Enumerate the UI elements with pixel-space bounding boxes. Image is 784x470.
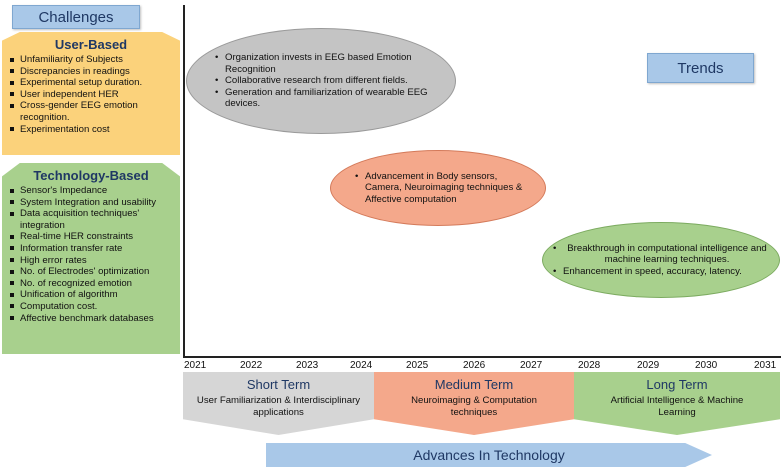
year-label: 2028 — [578, 360, 601, 371]
trend-item: Generation and familiarization of wearab… — [213, 87, 441, 110]
technology-based-item: Data acquisition techniques' integration — [10, 208, 176, 231]
year-label: 2026 — [463, 360, 486, 371]
user-based-item: Unfamiliarity of Subjects — [10, 54, 176, 66]
year-label: 2023 — [296, 360, 319, 371]
technology-based-item: No. of recognized emotion — [10, 278, 176, 290]
year-label: 2025 — [406, 360, 429, 371]
long-term-block: Long Term Artificial Intelligence & Mach… — [574, 372, 780, 435]
challenges-label: Challenges — [12, 5, 140, 29]
long-term-title: Long Term — [646, 377, 708, 392]
year-label: 2031 — [754, 360, 777, 371]
medium-term-desc: Neuroimaging & Computation techniques — [411, 395, 537, 418]
short-term-title: Short Term — [246, 377, 311, 392]
trend-item: Breakthrough in computational intelligen… — [551, 243, 771, 266]
trends-label: Trends — [647, 53, 754, 83]
technology-based-item: No. of Electrodes' optimization — [10, 266, 176, 278]
short-term-trend-ellipse: Organization invests in EEG based Emotio… — [186, 28, 456, 134]
vertical-axis — [183, 5, 185, 357]
technology-based-item: Information transfer rate — [10, 243, 176, 255]
technology-based-item: Computation cost. — [10, 301, 176, 313]
trend-item: Advancement in Body sensors, Camera, Neu… — [353, 171, 533, 206]
user-based-panel: User-Based Unfamiliarity of Subjects Dis… — [2, 32, 180, 155]
technology-based-item: Unification of algorithm — [10, 289, 176, 301]
user-based-item: Discrepancies in readings — [10, 66, 176, 78]
trend-item: Organization invests in EEG based Emotio… — [213, 52, 441, 75]
long-term-desc: Artificial Intelligence & Machine Learni… — [610, 395, 744, 418]
year-label: 2029 — [637, 360, 660, 371]
medium-term-title: Medium Term — [434, 377, 514, 392]
technology-based-item: Affective benchmark databases — [10, 313, 176, 325]
timeline-axis — [183, 356, 781, 358]
year-label: 2021 — [184, 360, 207, 371]
technology-based-item: Real-time HER constraints — [10, 231, 176, 243]
user-based-item: Cross-gender EEG emotion recognition. — [10, 100, 176, 123]
medium-term-block: Medium Term Neuroimaging & Computation t… — [374, 372, 574, 435]
trend-item: Collaborative research from different fi… — [213, 75, 441, 87]
short-term-block: Short Term User Familiarization & Interd… — [183, 372, 374, 435]
technology-based-item: High error rates — [10, 255, 176, 267]
user-based-item: Experimentation cost — [10, 124, 176, 136]
year-label: 2022 — [240, 360, 263, 371]
user-based-list: Unfamiliarity of Subjects Discrepancies … — [2, 54, 180, 135]
user-based-item: User independent HER — [10, 89, 176, 101]
user-based-item: Experimental setup duration. — [10, 77, 176, 89]
year-label: 2030 — [695, 360, 718, 371]
technology-based-panel: Technology-Based Sensor's Impedance Syst… — [2, 163, 180, 354]
short-term-desc: User Familiarization & Interdisciplinary… — [196, 395, 361, 418]
advances-arrow: Advances In Technology — [266, 443, 712, 467]
trend-item: Enhancement in speed, accuracy, latency. — [551, 266, 771, 278]
year-label: 2024 — [350, 360, 373, 371]
year-label: 2027 — [520, 360, 543, 371]
medium-term-trend-ellipse: Advancement in Body sensors, Camera, Neu… — [330, 150, 546, 226]
technology-based-item: System Integration and usability — [10, 197, 176, 209]
long-term-trend-ellipse: Breakthrough in computational intelligen… — [542, 222, 780, 298]
user-based-title: User-Based — [54, 37, 128, 52]
technology-based-item: Sensor's Impedance — [10, 185, 176, 197]
technology-based-list: Sensor's Impedance System Integration an… — [2, 185, 180, 324]
technology-based-title: Technology-Based — [33, 168, 149, 183]
